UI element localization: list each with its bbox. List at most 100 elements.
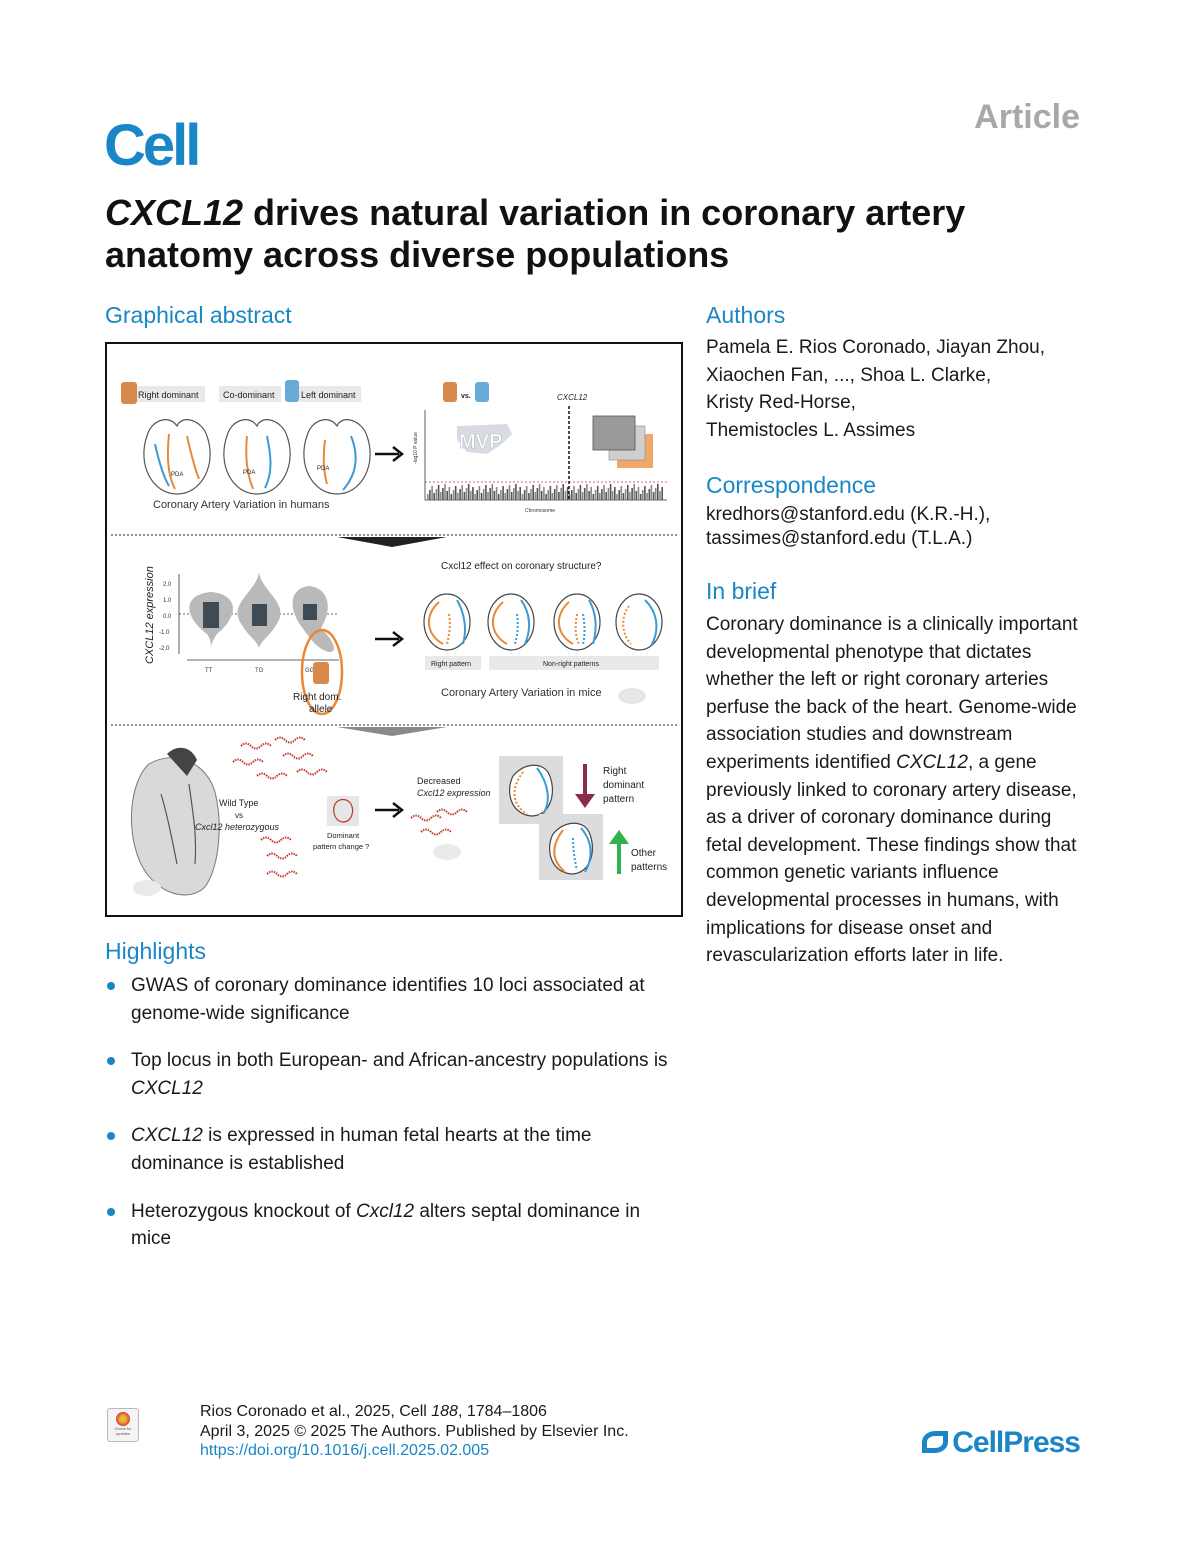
highlight-text: is expressed in human fetal hearts at th… [131, 1125, 592, 1174]
manhattan-bar [431, 486, 433, 500]
manhattan-bar [538, 484, 541, 500]
manhattan-bar [609, 484, 612, 500]
authors-heading: Authors [706, 302, 786, 328]
manhattan-bar [637, 487, 640, 500]
panel1-caption: Coronary Artery Variation in humans [153, 499, 330, 511]
manhattan-bar [497, 494, 500, 500]
legend-chip-left [295, 386, 361, 402]
manhattan-bar [644, 486, 646, 500]
manhattan-bar [510, 492, 513, 500]
manhattan-bar [444, 484, 446, 500]
correspondence-heading: Correspondence [706, 472, 877, 498]
manhattan-bar [618, 490, 620, 500]
manhattan-bar [485, 485, 487, 500]
in-brief-gene: CXCL12 [896, 751, 968, 773]
wild-type-label: Wild Type [219, 798, 258, 808]
email-link-tassimes[interactable]: tassimes@stanford.edu (T.L.A.) [706, 528, 973, 549]
pda-label: PDA [243, 470, 255, 476]
nonright-patterns-label: Non-right patterns [543, 661, 600, 668]
manhattan-bar [543, 487, 545, 500]
angiogram-image [592, 415, 636, 451]
y-tick: 0.0 [163, 614, 172, 620]
journal-logo: Cell [104, 113, 201, 178]
pda-label: PDA [171, 472, 183, 478]
badge-label: Check for updates [114, 1426, 132, 1436]
manhattan-bar [502, 486, 504, 500]
legend-right-dominant: Right dominant [138, 390, 199, 400]
arrow-right-icon [375, 802, 405, 818]
manhattan-bar [642, 490, 644, 500]
right-pattern-chip [425, 656, 481, 670]
manhattan-bar [482, 489, 485, 500]
citation-volume: 188 [431, 1403, 458, 1420]
manhattan-bar [536, 488, 539, 500]
highlight-item: Heterozygous knockout of Cxcl12 alters s… [105, 1198, 685, 1253]
manhattan-bar [446, 491, 448, 500]
manhattan-bar [504, 493, 506, 500]
manhattan-bar [521, 494, 524, 500]
manhattan-bar [650, 485, 653, 500]
cellpress-text: CellPress [952, 1426, 1081, 1459]
chevron-down-icon [337, 727, 447, 736]
gene-peak-label: CXCL12 [557, 393, 588, 402]
manhattan-bar [519, 487, 521, 500]
panel-2: CXCL12 expression 2.0 1.0 0.0 -1.0 -2.0 … [144, 561, 663, 716]
bullet-icon [107, 982, 115, 990]
highlight-text: Top locus in both European- and African-… [131, 1050, 668, 1072]
runner-icon-left [285, 380, 299, 402]
mouse-heart-2 [487, 593, 535, 651]
manhattan-bar [566, 487, 569, 500]
manhattan-bar [467, 484, 470, 500]
article-type-label: Article [974, 98, 1080, 136]
manhattan-bar [465, 488, 468, 500]
manhattan-bar [489, 488, 491, 500]
in-brief-part2: , a gene previously linked to coronary a… [706, 751, 1077, 967]
doi-link[interactable]: https://doi.org/10.1016/j.cell.2025.02.0… [200, 1442, 490, 1459]
genotype-label: GG [305, 668, 315, 674]
manhattan-bar [633, 484, 635, 500]
manhattan-bar [659, 491, 661, 500]
allele-highlight [300, 628, 344, 716]
author-line: Themistocles L. Assimes [706, 419, 916, 441]
manhattan-bar [463, 492, 466, 500]
arrow-right-icon [375, 631, 405, 647]
right-dom-line2: dominant [603, 780, 644, 791]
manhattan-bar [515, 484, 517, 500]
email-link-kredhors[interactable]: kredhors@stanford.edu (K.R.-H.), [706, 504, 991, 525]
panel2-caption: Coronary Artery Variation in mice [441, 687, 602, 699]
manhattan-bar [603, 485, 605, 500]
manhattan-bar [517, 491, 519, 500]
graphical-abstract-figure: Right dominant Co-dominant Left dominant… [105, 342, 683, 917]
mouse-icon [433, 844, 461, 860]
manhattan-bar [493, 491, 496, 500]
box-tt [203, 602, 219, 628]
in-brief-text: Coronary dominance is a clinically impor… [706, 611, 1086, 970]
manhattan-bar [648, 489, 651, 500]
y-tick: 1.0 [163, 598, 172, 604]
manhattan-bar [525, 486, 528, 500]
article-title: CXCL12 drives natural variation in coron… [105, 192, 1095, 276]
highlight-gene: CXCL12 [131, 1125, 203, 1147]
graphical-abstract-svg: Right dominant Co-dominant Left dominant… [111, 380, 677, 896]
manhattan-bar [607, 488, 610, 500]
human-heart-illustration [131, 757, 220, 896]
decreased-line1: Decreased [417, 776, 461, 786]
allele-label-line1: Right dom. [293, 692, 341, 703]
other-line1: Other [631, 848, 657, 859]
legend-chip-co [219, 386, 281, 402]
manhattan-bar [478, 486, 481, 500]
heart-right-dominant: PDA [143, 419, 211, 495]
manhattan-bar [491, 484, 494, 500]
manhattan-bar [635, 491, 638, 500]
check-for-updates-badge[interactable]: Check for updates [107, 1408, 139, 1442]
manhattan-bar [495, 487, 498, 500]
mvp-logo: MVP [459, 431, 502, 453]
manhattan-bar [571, 490, 573, 500]
manhattan-bar [429, 490, 431, 500]
manhattan-bar [560, 488, 562, 500]
manhattan-bar [614, 487, 616, 500]
runner-icon-left [475, 382, 489, 402]
runner-icon-right [443, 382, 457, 402]
nonright-patterns-chip [489, 656, 659, 670]
manhattan-bar [577, 489, 580, 500]
